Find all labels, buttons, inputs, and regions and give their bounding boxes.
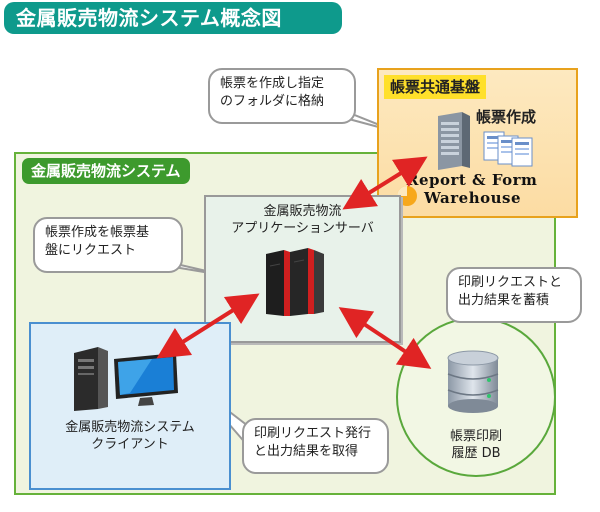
desktop-pc-icon: [74, 347, 178, 411]
server-rack-icon: [266, 248, 324, 316]
callout-db-line1: 印刷リクエストと: [458, 275, 563, 290]
client-label-line1: 金属販売物流システム: [65, 420, 195, 435]
callout-app-line1: 帳票作成を帳票基: [45, 225, 150, 240]
callout-client-line2: と出力結果を取得: [254, 444, 359, 459]
db-label: 帳票印刷 履歴 DB: [396, 428, 556, 462]
product-logo-text: Report & Form Warehouse: [402, 171, 578, 207]
arrow-client-app: [156, 293, 260, 359]
callout-platform-line1: 帳票を作成し指定: [220, 76, 325, 91]
platform-label: 帳票共通基盤: [384, 75, 487, 99]
system-label: 金属販売物流システム: [22, 158, 190, 184]
app-server-label-line2: アプリケーションサーバ: [231, 221, 374, 236]
client-label-line2: クライアント: [91, 437, 169, 452]
client-label: 金属販売物流システム クライアント: [29, 419, 231, 453]
product-name-line1: Report & Form: [406, 171, 538, 189]
platform-server-label: 帳票作成: [476, 108, 537, 126]
callout-db-line2: 出力結果を蓄積: [458, 293, 550, 308]
callout-platform-line2: のフォルダに格納: [220, 94, 325, 109]
arrow-app-db: [338, 307, 432, 369]
callout-app-line2: 盤にリクエスト: [45, 243, 137, 258]
app-server-label: 金属販売物流 アプリケーションサーバ: [204, 203, 401, 237]
database-icon: [447, 350, 499, 413]
callout-platform-note: 帳票を作成し指定 のフォルダに格納: [208, 68, 356, 124]
callout-app-note: 帳票作成を帳票基 盤にリクエスト: [33, 217, 183, 273]
db-label-line2: 履歴 DB: [451, 446, 501, 461]
db-label-line1: 帳票印刷: [449, 429, 502, 444]
callout-client-line1: 印刷リクエスト発行: [254, 426, 372, 441]
callout-client-note: 印刷リクエスト発行 と出力結果を取得: [242, 418, 389, 474]
callout-db-note: 印刷リクエストと 出力結果を蓄積: [446, 267, 582, 323]
arrow-app-platform: [342, 156, 428, 210]
server-icon: [438, 112, 470, 170]
app-server-label-line1: 金属販売物流: [263, 204, 342, 219]
diagram-title: 金属販売物流システム概念図: [4, 2, 342, 34]
product-name-line2: Warehouse: [424, 189, 522, 207]
documents-icon: [483, 131, 533, 167]
